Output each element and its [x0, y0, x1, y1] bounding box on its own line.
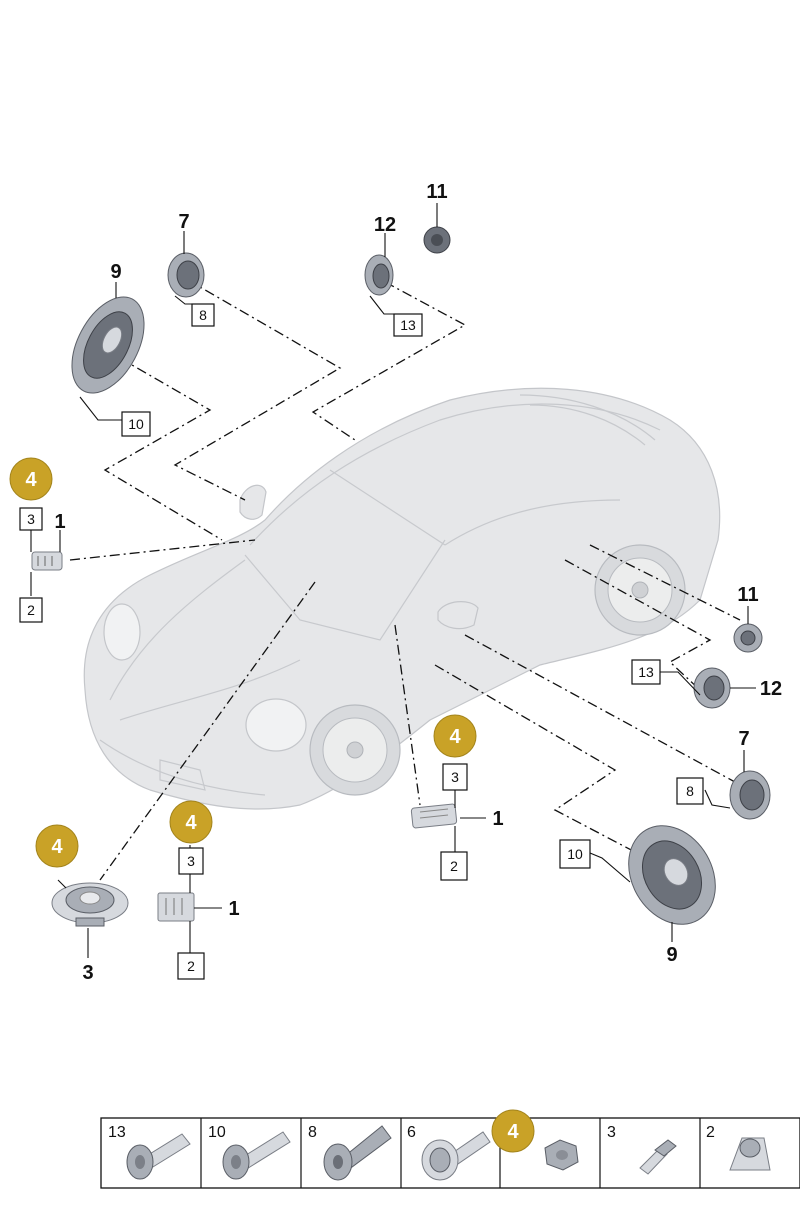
speaker-11-top — [423, 226, 451, 254]
boxed-part-numbers: 8 13 10 3 2 3 2 3 2 13 8 10 — [19, 303, 704, 980]
table-cell-label-8: 8 — [308, 1124, 317, 1141]
car-illustration — [83, 387, 721, 810]
label-11-right: 11 — [737, 584, 758, 606]
hex-nut-icon — [544, 1139, 579, 1171]
clip-nut-icon — [729, 1137, 771, 1171]
tweeter-7-left — [167, 252, 205, 298]
speaker-9-left — [71, 296, 145, 394]
table-cell-label-3: 3 — [607, 1124, 616, 1141]
label-9-right: 9 — [666, 944, 677, 966]
tweeter-7-right — [729, 770, 771, 820]
part-number-labels: 11 12 7 9 1 1 1 3 11 12 7 9 — [54, 181, 782, 984]
speaker-12-right — [693, 667, 731, 709]
label-12-right: 12 — [760, 678, 782, 700]
amplifier-1-right — [410, 803, 458, 829]
table-cell-label-6: 6 — [407, 1124, 416, 1141]
box-2-middle: 2 — [187, 958, 195, 974]
badge-4-table: 4 — [507, 1121, 519, 1143]
box-3-right: 3 — [451, 769, 459, 785]
gold-badges: 4 4 4 4 — [9, 457, 477, 868]
flange-bolt-icon — [421, 1131, 491, 1181]
speaker-12-top — [364, 254, 394, 296]
badge-4-left: 4 — [25, 469, 37, 491]
leader-lines — [30, 203, 756, 958]
box-2-left: 2 — [27, 602, 35, 618]
connector-1-left — [31, 551, 63, 571]
label-1-middle: 1 — [228, 898, 239, 920]
callout-lines — [69, 279, 741, 881]
label-12-top: 12 — [374, 214, 396, 236]
box-2-right: 2 — [450, 858, 458, 874]
table-cell-label-13: 13 — [108, 1124, 126, 1141]
label-9-left: 9 — [110, 261, 121, 283]
box-10-left: 10 — [128, 416, 144, 432]
speaker-3-front — [51, 882, 129, 927]
label-7-right: 7 — [738, 728, 749, 750]
bolt-icon — [126, 1133, 191, 1180]
badge-4-middle: 4 — [185, 812, 197, 834]
label-7-left: 7 — [178, 211, 189, 233]
box-3-left: 3 — [27, 511, 35, 527]
box-3-middle: 3 — [187, 853, 195, 869]
label-1-right: 1 — [492, 808, 503, 830]
bolt-icon — [222, 1131, 291, 1180]
label-11-top: 11 — [426, 181, 447, 203]
badge-4-right: 4 — [449, 726, 461, 748]
box-13-right: 13 — [638, 664, 654, 680]
table-cell-label-2: 2 — [706, 1124, 715, 1141]
box-10-right: 10 — [567, 846, 583, 862]
connector-1-middle — [157, 892, 195, 922]
label-1-left: 1 — [54, 511, 65, 533]
stud-icon — [639, 1139, 677, 1175]
box-8-right: 8 — [686, 783, 694, 799]
box-8-left: 8 — [199, 307, 207, 323]
box-13-top: 13 — [400, 317, 416, 333]
speaker-11-right — [733, 623, 763, 653]
speaker-9-right — [628, 825, 716, 925]
table-cell-label-10: 10 — [208, 1124, 226, 1141]
label-3-front: 3 — [82, 962, 93, 984]
badge-4-front: 4 — [51, 836, 63, 858]
fastener-table: 13 10 8 6 3 2 — [100, 1109, 800, 1189]
bolt-icon — [323, 1125, 392, 1181]
